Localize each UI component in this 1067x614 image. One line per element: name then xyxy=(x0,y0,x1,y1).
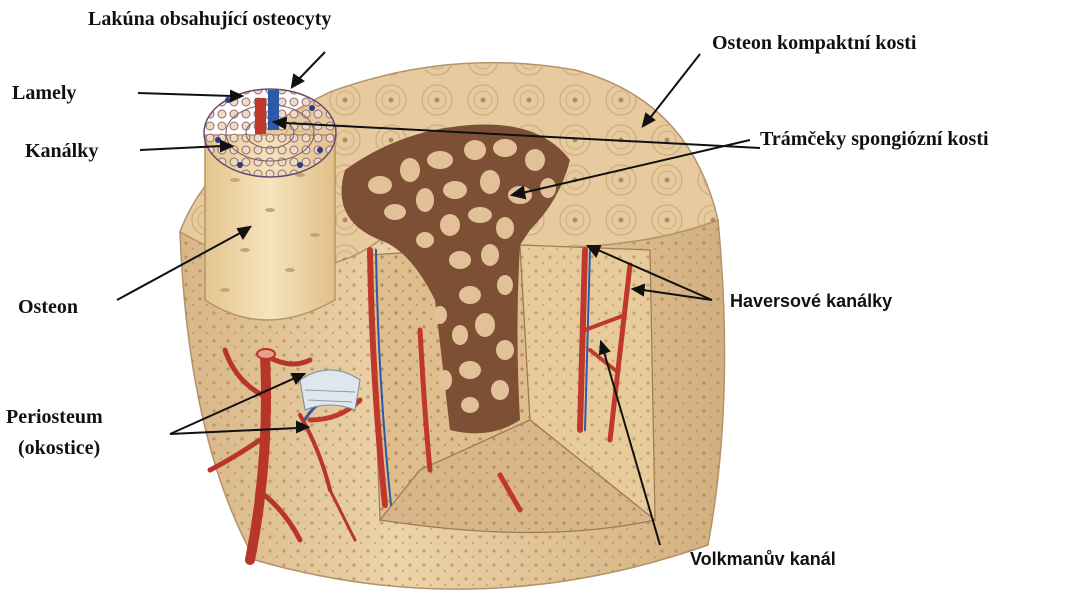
label-lamely: Lamely xyxy=(12,82,76,104)
label-kanalky: Kanálky xyxy=(25,140,98,162)
label-osteon-compact: Osteon kompaktní kosti xyxy=(712,32,917,54)
label-trabeculae: Trámčeky spongiózní kosti xyxy=(760,128,989,150)
label-lacuna: Lakúna obsahující osteocyty xyxy=(88,8,331,30)
label-haversian: Haversové kanálky xyxy=(730,290,892,312)
label-volkmann: Volkmanův kanál xyxy=(690,548,836,570)
periosteum-fibers xyxy=(300,370,360,410)
label-periosteum: Periosteum xyxy=(6,406,103,428)
label-periosteum-sub: (okostice) xyxy=(18,437,100,459)
label-osteon: Osteon xyxy=(18,296,78,318)
